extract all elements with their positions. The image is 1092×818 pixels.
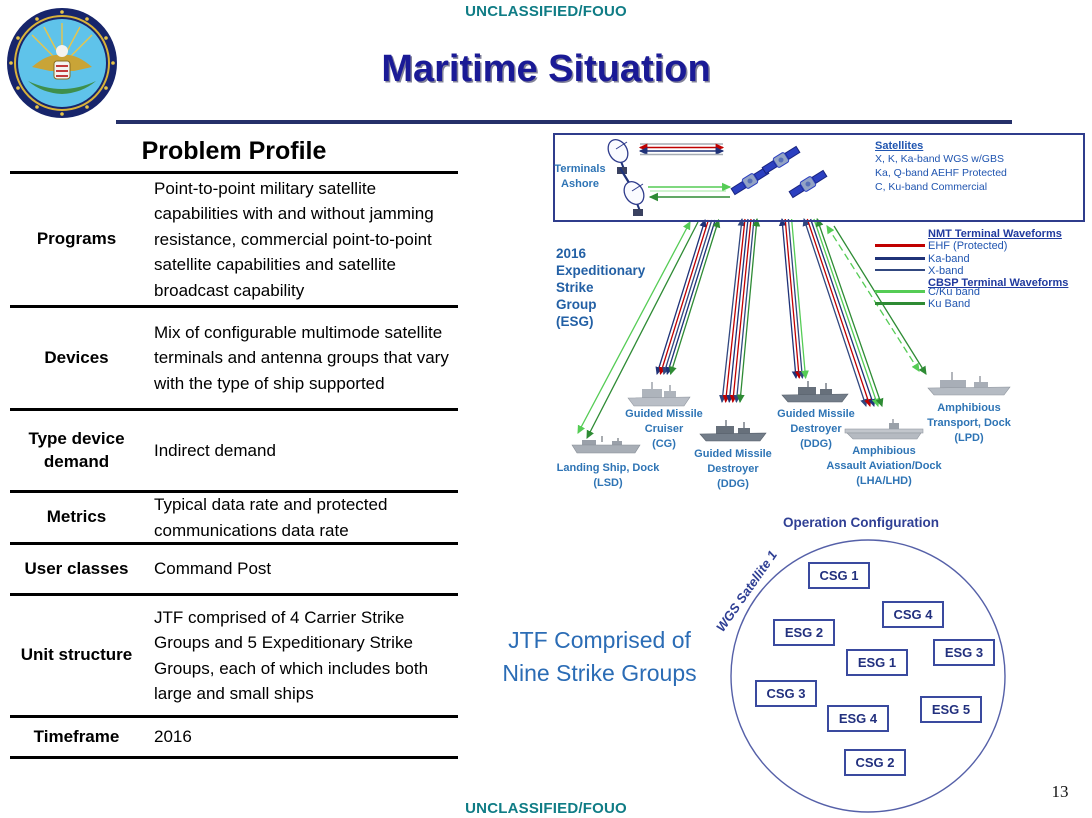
group-box-esg1: ESG 1	[846, 649, 908, 676]
table-row: Type device demand Indirect demand	[10, 411, 458, 493]
ship-ddg	[781, 381, 849, 403]
classification-banner-top: UNCLASSIFIED/FOUO	[465, 3, 627, 20]
table-row: Devices Mix of configurable multimode sa…	[10, 308, 458, 411]
row-label: Metrics	[46, 507, 107, 527]
group-box-csg3: CSG 3	[755, 680, 817, 707]
ship-label-lpd: Amphibious Transport, Dock (LPD)	[927, 402, 1011, 444]
title-rule	[116, 120, 1012, 124]
satellites-legend: Satellites X, K, Ka-band WGS w/GBS Ka, Q…	[875, 139, 1075, 194]
table-row: Programs Point-to-point military satelli…	[10, 174, 458, 308]
group-box-csg1: CSG 1	[808, 562, 870, 589]
table-row: Metrics Typical data rate and protected …	[10, 493, 458, 545]
ship-cg	[627, 382, 691, 407]
row-value: Mix of configurable multimode satellite …	[154, 322, 449, 393]
legend-label: Ka-band	[928, 252, 970, 265]
row-label: User classes	[24, 558, 129, 578]
row-value: Indirect demand	[154, 440, 276, 460]
page-title: Maritime Situation	[381, 48, 711, 90]
legend-line-ka	[875, 257, 925, 260]
cbsp-legend-title: CBSP Terminal Waveforms	[928, 276, 1069, 289]
group-box-csg4: CSG 4	[882, 601, 944, 628]
row-label: Devices	[44, 347, 109, 367]
satellite-segment-box	[553, 133, 1085, 222]
group-box-csg2: CSG 2	[844, 749, 906, 776]
legend-line-x	[875, 269, 925, 271]
legend-label: Ku Band	[928, 297, 971, 310]
satellites-legend-title: Satellites	[875, 140, 924, 152]
ship-label-lha-lhd: Amphibious Assault Aviation/Dock (LHA/LH…	[826, 445, 942, 487]
group-box-esg4: ESG 4	[827, 705, 889, 732]
legend-label: X-band	[928, 264, 964, 277]
row-value: Command Post	[154, 559, 272, 579]
ship-label-ddg: Guided Missile Destroyer (DDG)	[694, 448, 772, 490]
legend-line-ku	[875, 302, 925, 305]
legend-label: C/Ku band	[928, 285, 980, 298]
legend-line-cku	[875, 290, 925, 293]
ship-label-ddg: Guided Missile Destroyer (DDG)	[777, 408, 855, 450]
row-value: Point-to-point military satellite capabi…	[154, 178, 434, 300]
row-label: Programs	[36, 229, 117, 249]
page-number: 13	[1051, 782, 1069, 801]
group-box-esg2: ESG 2	[773, 619, 835, 646]
table-row: User classes Command Post	[10, 545, 458, 596]
table-row: Unit structure JTF comprised of 4 Carrie…	[10, 596, 458, 718]
table-row: Timeframe 2016	[10, 718, 458, 756]
row-value: 2016	[154, 727, 192, 747]
jtf-summary-text: JTF Comprised of Nine Strike Groups	[502, 627, 697, 687]
row-label: Timeframe	[33, 726, 120, 746]
ship-label-cg: Guided Missile Cruiser (CG)	[625, 408, 703, 450]
row-value: Typical data rate and protected communic…	[154, 495, 388, 540]
legend-line-ehf	[875, 244, 925, 247]
satellites-legend-item: C, Ku-band Commercial	[875, 180, 988, 193]
row-value: JTF comprised of 4 Carrier Strike Groups…	[154, 607, 429, 704]
problem-profile-table: Programs Point-to-point military satelli…	[10, 171, 458, 759]
satellites-legend-item: Ka, Q-band AEHF Protected	[875, 166, 1007, 179]
legend-label: EHF (Protected)	[928, 240, 1008, 252]
group-box-esg5: ESG 5	[920, 696, 982, 723]
terminals-ashore-label: Terminals Ashore	[554, 163, 606, 190]
row-label: Unit structure	[20, 645, 133, 665]
ship-lpd	[927, 372, 1011, 396]
nmt-legend-title: NMT Terminal Waveforms	[928, 228, 1062, 240]
problem-profile-title: Problem Profile	[141, 137, 327, 165]
classification-banner-bottom: UNCLASSIFIED/FOUO	[465, 800, 627, 817]
operation-config-title: Operation Configuration	[783, 515, 939, 530]
ship-label-lsd: Landing Ship, Dock (LSD)	[556, 462, 660, 489]
row-label: Type device demand	[28, 429, 125, 471]
esg-group-label: 2016 Expeditionary Strike Group (ESG)	[556, 246, 646, 329]
group-box-esg3: ESG 3	[933, 639, 995, 666]
satellites-legend-item: X, K, Ka-band WGS w/GBS	[875, 153, 1004, 166]
